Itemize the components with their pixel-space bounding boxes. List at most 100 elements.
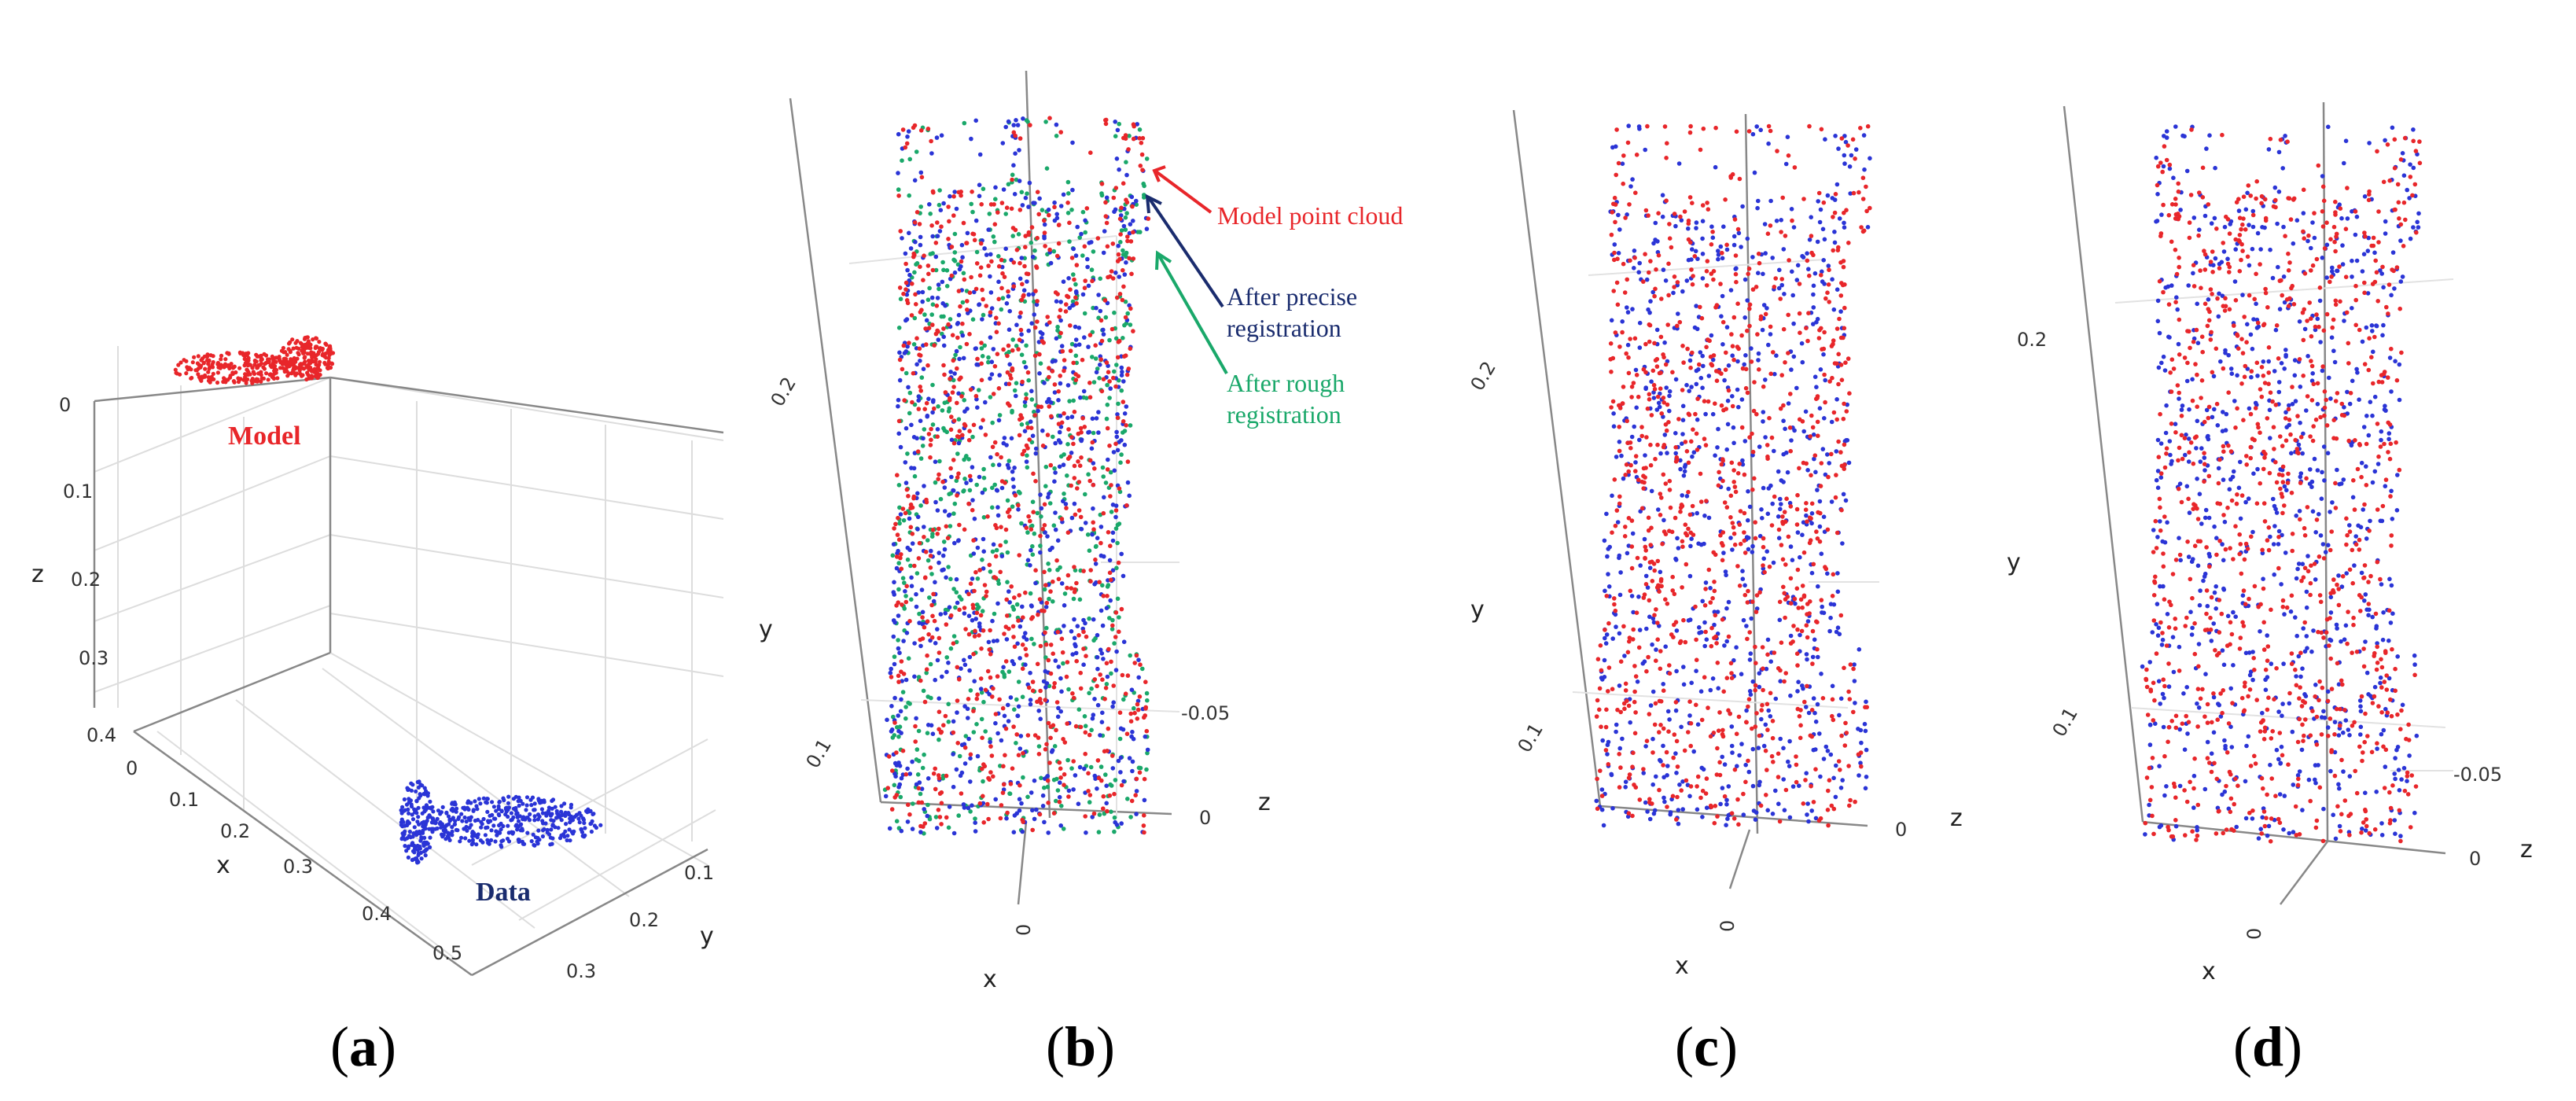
panel-b-model-point: [957, 429, 962, 433]
panel-b-model-point: [1048, 589, 1053, 594]
panel-b-precise-point: [1094, 416, 1099, 421]
panel-b-precise-point: [1036, 408, 1040, 414]
panel-c-data-point: [1844, 438, 1849, 443]
panel-c-model-point: [1646, 213, 1650, 218]
panel-b-rough-point: [968, 688, 973, 693]
panel-b-model-point: [1016, 618, 1021, 623]
panel-b-rough-point: [981, 475, 987, 481]
panel-b-rough-point: [1010, 408, 1014, 414]
panel-b-precise-point: [1122, 272, 1128, 277]
panel-c-data-point: [1805, 468, 1810, 473]
panel-b-precise-point: [1046, 207, 1051, 212]
panel-b-rough-point: [998, 764, 1003, 768]
panel-b-annotation-model: Model point cloud: [1217, 201, 1403, 230]
panel-c-data-point: [1665, 709, 1671, 714]
panel-a-x-tick-3: 0.3: [283, 856, 313, 878]
panel-c-data-point: [1765, 808, 1770, 813]
panel-c-model-point: [1681, 617, 1686, 623]
panel-b-rough-point: [954, 590, 959, 595]
panel-b-model-point: [968, 752, 973, 757]
panel-b-precise-point: [1036, 709, 1041, 713]
panel-b-model-point: [1047, 374, 1051, 380]
panel-b-rough-point: [1010, 172, 1015, 178]
panel-b-model-point: [962, 422, 967, 427]
panel-b-rough-point: [988, 395, 993, 400]
panel-a-model-point: [322, 360, 327, 365]
panel-b-precise-point: [1081, 388, 1087, 394]
panel-c-model-point: [1625, 418, 1629, 424]
panel-b-model-point: [1121, 284, 1126, 289]
panel-b-model-point: [951, 641, 956, 646]
panel-b-precise-point: [966, 736, 971, 742]
panel-b-rough-point: [933, 815, 939, 819]
panel-a-data-point: [479, 825, 484, 830]
panel-b-rough-point: [1005, 498, 1010, 503]
panel-c-model-point: [1809, 783, 1813, 789]
panel-c-model-point: [1694, 657, 1699, 662]
panel-b-precise-point: [903, 251, 908, 256]
panel-b-rough-point: [979, 690, 984, 695]
panel-b-precise-point: [905, 134, 910, 139]
panel-b-precise-point: [942, 547, 948, 552]
panel-c-data-point: [1804, 705, 1809, 709]
panel-b-precise-point: [934, 135, 940, 140]
panel-b-rough-point: [1042, 587, 1047, 592]
panel-b-model-point: [898, 555, 903, 561]
panel-b-precise-point: [954, 767, 959, 772]
panel-c-data-point: [1820, 604, 1824, 609]
panel-b-rough-point: [946, 701, 951, 707]
panel-b-model-point: [928, 554, 933, 558]
panel-c-data-point: [1742, 439, 1748, 444]
panel-b-precise-point: [1129, 194, 1135, 200]
panel-c-model-point: [1745, 390, 1750, 396]
panel-c-data-point: [1840, 541, 1845, 546]
panel-c-data-point: [1662, 517, 1666, 523]
panel-c-model-point: [1609, 370, 1614, 374]
panel-a-data-point: [564, 822, 569, 827]
panel-c-data-point: [1788, 693, 1793, 698]
panel-c-model-point: [1769, 435, 1775, 440]
panel-b-rough-point: [1067, 399, 1072, 403]
panel-a-data-point: [416, 805, 421, 810]
panel-a-model-point: [184, 359, 189, 363]
panel-a-data-point: [501, 823, 506, 829]
panel-b-rough-point: [1098, 276, 1102, 282]
panel-b-rough-point: [1051, 434, 1055, 440]
panel-b-model-point: [1010, 624, 1016, 629]
panel-b-precise-point: [1057, 429, 1062, 435]
panel-b-rough-point: [992, 239, 997, 245]
panel-a-data-point: [418, 838, 423, 843]
panel-c-model-point: [1661, 472, 1666, 477]
panel-b-rough-point: [1005, 550, 1010, 555]
panel-b-rough-point: [900, 690, 906, 694]
panel-b-precise-point: [1001, 187, 1006, 192]
panel-a-data-point: [460, 819, 465, 823]
panel-c-data-point: [1747, 504, 1753, 510]
panel-b-model-point: [1076, 480, 1082, 484]
panel-b-precise-point: [1145, 747, 1150, 753]
panel-b-model-point: [936, 477, 940, 481]
panel-b-precise-point: [924, 318, 929, 323]
panel-b-model-point: [900, 602, 904, 607]
panel-b-rough-point: [1121, 252, 1126, 257]
panel-b-model-point: [917, 540, 922, 546]
panel-c-data-point: [1698, 689, 1704, 694]
panel-c-data-point: [1633, 367, 1639, 373]
panel-a-data-point: [540, 834, 546, 839]
panel-c-model-point: [1649, 525, 1654, 530]
panel-c-data-point: [1731, 242, 1737, 248]
panel-c-data-point: [1650, 736, 1655, 742]
panel-c-model-point: [1781, 403, 1786, 408]
panel-b-model-point: [1131, 230, 1135, 235]
panel-b-precise-point: [896, 397, 901, 403]
panel-c-data-point: [1804, 771, 1809, 775]
panel-b-model-point: [1056, 576, 1062, 582]
panel-b-precise-point: [1008, 695, 1014, 700]
panel-b-precise-point: [1023, 631, 1028, 635]
panel-b-model-point: [1091, 482, 1096, 488]
panel-c-model-point: [1760, 702, 1765, 708]
panel-b-precise-point: [1076, 326, 1082, 330]
panel-a-data-point: [483, 833, 488, 838]
panel-b-rough-point: [1003, 212, 1008, 216]
panel-b-model-point: [1123, 353, 1128, 359]
